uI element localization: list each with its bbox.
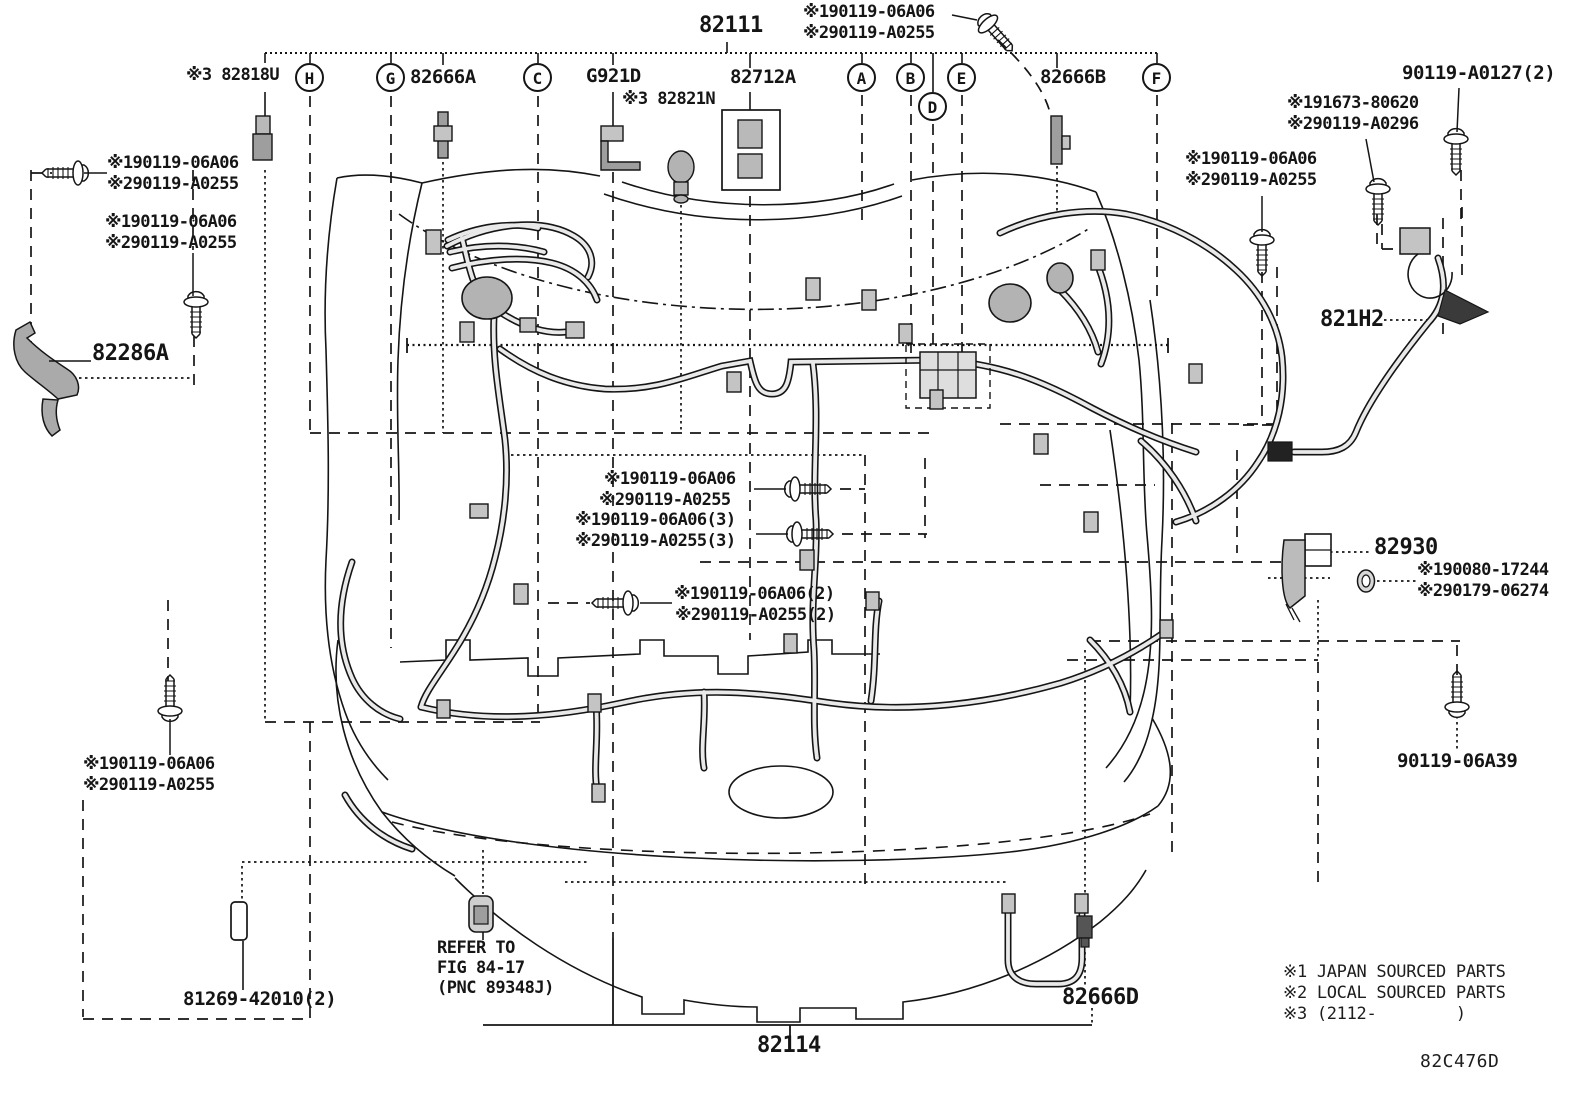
legend-line1: ※1 JAPAN SOURCED PARTS — [1283, 962, 1506, 982]
grommet-icon-82821n — [667, 150, 695, 204]
fastener-label-right-a2: ※290119-A0296 — [1287, 114, 1419, 134]
refer-note-line2: FIG 84-17 — [437, 958, 525, 978]
part-label-82712a: 82712A — [730, 66, 796, 88]
connector-icon-82666d — [1076, 915, 1093, 948]
part-label-g921d: G921D — [586, 65, 641, 87]
fastener-label-left-a2: ※290119-A0255 — [107, 174, 239, 194]
fastener-label-right-b2: ※290119-A0255 — [1185, 170, 1317, 190]
refer-note-line1: REFER TO — [437, 938, 515, 958]
part-label-82666d: 82666D — [1062, 985, 1139, 1010]
part-label-82821n: ※3 82821N — [622, 89, 716, 109]
fastener-label-top-1: ※190119-06A06 — [803, 2, 935, 22]
fastener-label-left-a1: ※190119-06A06 — [107, 153, 239, 173]
clamp-icon-g921d — [600, 92, 641, 171]
part-label-90119-06a39: 90119-06A39 — [1397, 750, 1518, 772]
fastener-label-mid-a2: ※290119-A0255 — [599, 490, 731, 510]
fastener-label-grommet-2: ※290179-06274 — [1417, 581, 1549, 601]
fastener-label-left-b2: ※290119-A0255 — [105, 233, 237, 253]
clip-icon-refer — [468, 895, 494, 940]
callout-e: E — [947, 63, 976, 92]
harness-strap-821h2 — [1267, 227, 1490, 462]
fastener-label-mid-a1: ※190119-06A06 — [604, 469, 736, 489]
harness-connectors — [425, 229, 1203, 914]
fastener-label-mid-b1: ※190119-06A06(3) — [575, 510, 736, 530]
diagram-code: 82C476D — [1420, 1051, 1500, 1072]
part-label-821h2: 821H2 — [1320, 307, 1384, 332]
connector-icon-82666a — [433, 111, 453, 159]
car-body-outline — [324, 168, 1172, 1023]
fastener-label-left-b1: ※190119-06A06 — [105, 212, 237, 232]
part-label-82111: 82111 — [699, 13, 763, 38]
callout-h: H — [295, 63, 324, 92]
part-label-90119-a0127: 90119-A0127(2) — [1402, 62, 1556, 84]
callout-a: A — [847, 63, 876, 92]
grommet-blobs — [461, 262, 1074, 323]
part-label-82286a: 82286A — [92, 341, 169, 366]
grommet-icon-190080 — [1356, 569, 1376, 593]
connector-icon-82818u — [252, 92, 273, 161]
connector-box-82712a — [721, 92, 781, 191]
connector-icon-82930 — [1281, 533, 1332, 623]
junction-block — [905, 343, 991, 409]
refer-note-line3: (PNC 89348J) — [437, 978, 554, 998]
cowl-ruler-line — [406, 338, 1169, 353]
fastener-label-lowleft-1: ※190119-06A06 — [83, 754, 215, 774]
top-bracket-line — [264, 42, 1158, 92]
callout-g: G — [376, 63, 405, 92]
fastener-label-grommet-1: ※190080-17244 — [1417, 560, 1549, 580]
part-label-82666a: 82666A — [410, 66, 476, 88]
fastener-label-lowleft-2: ※290119-A0255 — [83, 775, 215, 795]
callout-d: D — [918, 92, 947, 121]
bottom-bracket-line — [483, 938, 1092, 1036]
legend-line3: ※3 (2112- ) — [1283, 1004, 1466, 1024]
harness-tubes — [341, 211, 1444, 984]
fastener-label-mid-c2: ※290119-A0255(2) — [675, 605, 836, 625]
part-label-82818u: ※3 82818U — [186, 65, 280, 85]
bracket-icon-82286a — [13, 320, 80, 437]
clip-icon-81269 — [230, 901, 248, 990]
cowl-dash-dot-line — [391, 213, 1151, 855]
legend-line2: ※2 LOCAL SOURCED PARTS — [1283, 983, 1506, 1003]
part-label-81269: 81269-42010(2) — [183, 988, 337, 1010]
fastener-label-mid-c1: ※190119-06A06(2) — [674, 584, 835, 604]
fastener-label-mid-b2: ※290119-A0255(3) — [575, 531, 736, 551]
connector-icon-82666b — [1050, 115, 1071, 165]
leader-lines-dotted — [55, 162, 1458, 1025]
part-label-82930: 82930 — [1374, 535, 1438, 560]
fastener-label-top-2: ※290119-A0255 — [803, 23, 935, 43]
callout-f: F — [1142, 63, 1171, 92]
callout-b: B — [896, 63, 925, 92]
leader-lines-solid — [49, 14, 1460, 755]
callout-c: C — [523, 63, 552, 92]
part-label-82666b: 82666B — [1040, 66, 1106, 88]
fastener-label-right-a1: ※191673-80620 — [1287, 93, 1419, 113]
fastener-label-right-b1: ※190119-06A06 — [1185, 149, 1317, 169]
part-label-82114: 82114 — [757, 1033, 821, 1058]
